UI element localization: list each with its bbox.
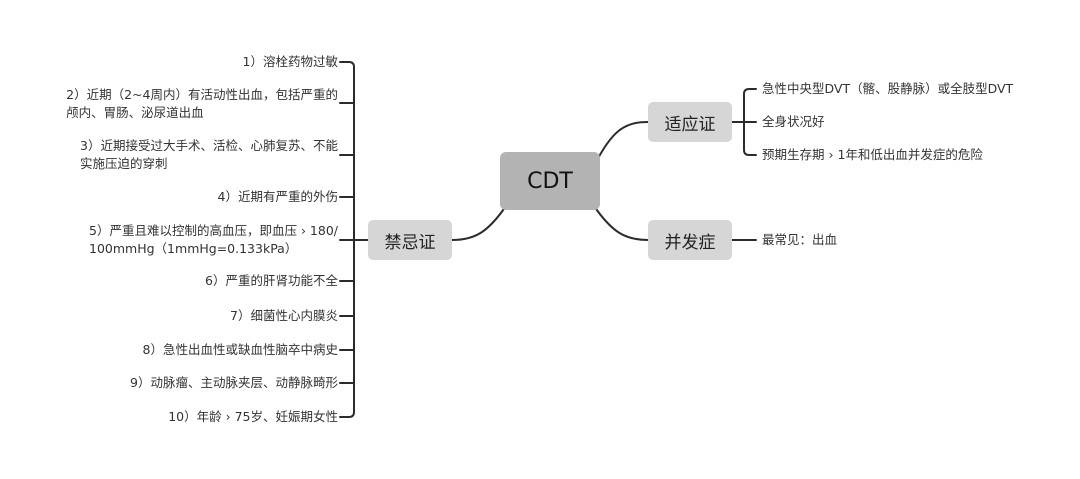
root-node-cdt[interactable]: CDT [500,152,600,210]
indication-item: 急性中央型DVT（髂、股静脉）或全肢型DVT [762,81,1014,96]
contraindication-item: 8）急性出血性或缺血性脑卒中病史 [142,342,338,357]
branch-node-complications[interactable]: 并发症 [648,220,732,260]
edge-root-contraindications [451,205,507,241]
contraindication-item: 10）年龄 › 75岁、妊娠期女性 [168,409,338,424]
contraindication-item: 2）近期（2~4周内）有活动性出血，包括严重的 颅内、胃肠、泌尿道出血 [66,87,338,120]
contraindication-item: 1）溶栓药物过敏 [242,54,338,69]
bracket-contraindications [339,61,369,418]
contraindication-item: 3）近期接受过大手术、活检、心肺复苏、不能 实施压迫的穿刺 [80,138,338,171]
bracket-indications [731,88,757,156]
complication-item: 最常见：出血 [762,232,838,247]
branch-node-contraindications[interactable]: 禁忌证 [368,220,452,260]
contraindication-item: 5）严重且难以控制的高血压，即血压 › 180/ 100mmHg（1mmHg=0… [89,223,338,256]
edge-root-indications [593,121,649,167]
contraindication-item: 6）严重的肝肾功能不全 [205,273,338,288]
contraindication-item: 4）近期有严重的外伤 [217,189,338,204]
edge-root-complications [593,205,649,241]
branch-node-indications[interactable]: 适应证 [648,102,732,142]
indication-item: 预期生存期 › 1年和低出血并发症的危险 [762,147,983,162]
contraindication-item: 9）动脉瘤、主动脉夹层、动静脉畸形 [130,375,338,390]
indication-item: 全身状况好 [762,114,825,129]
contraindication-item: 7）细菌性心内膜炎 [230,308,338,323]
